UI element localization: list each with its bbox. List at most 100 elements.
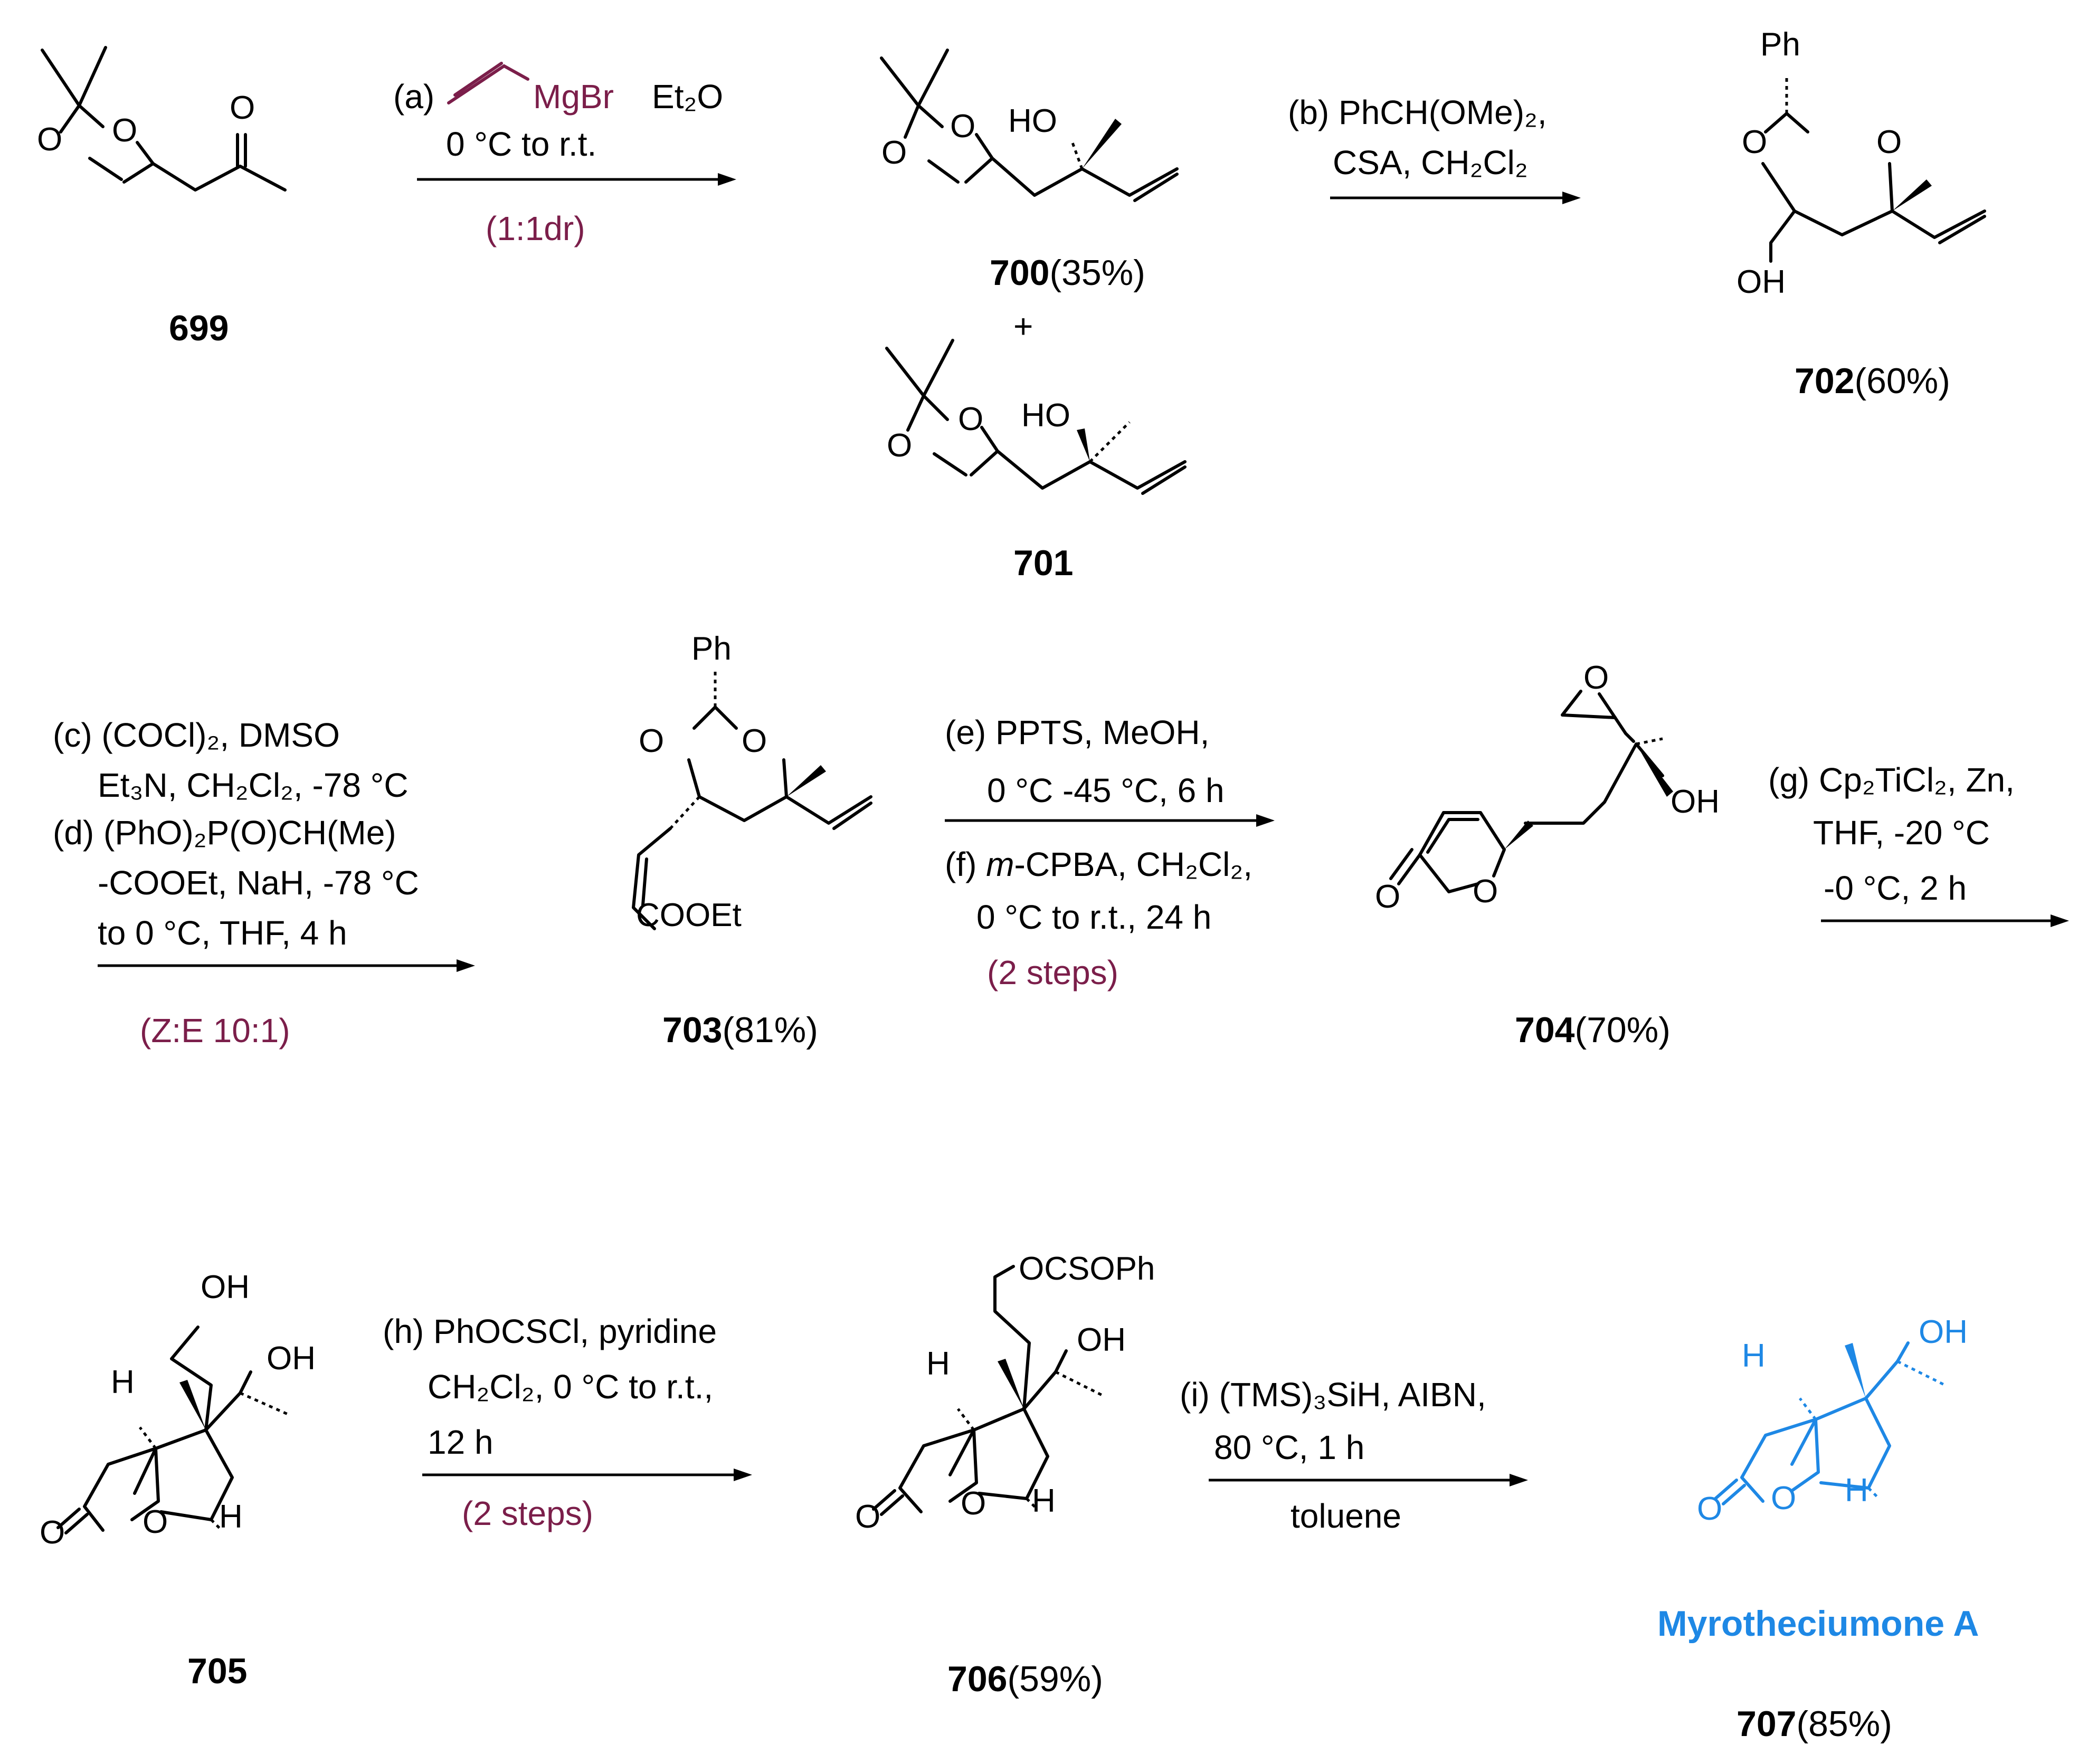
atom-o: O bbox=[887, 427, 912, 464]
atom-h: H bbox=[1845, 1472, 1868, 1509]
cond-h-line2: CH₂Cl₂, 0 °C to r.t., bbox=[428, 1368, 713, 1406]
compound-label-705: 705 bbox=[187, 1651, 247, 1691]
structure-699: O O O bbox=[37, 46, 287, 192]
atom-o: O bbox=[37, 121, 62, 158]
cond-h-line1: (h) PhOCSCl, pyridine bbox=[383, 1312, 717, 1350]
atom-oh: OH bbox=[1919, 1314, 1968, 1350]
conditions-ef: (e) PPTS, MeOH, 0 °C -45 °C, 6 h (f) m-C… bbox=[945, 713, 1252, 991]
cond-e-line2: 0 °C -45 °C, 6 h bbox=[987, 771, 1225, 809]
atom-cooet: COOEt bbox=[636, 897, 742, 933]
structure-701: O O HO bbox=[885, 339, 1187, 495]
atom-o: O bbox=[1697, 1491, 1722, 1527]
conditions-a: (a) MgBr Et₂O 0 °C to r.t. (1:1dr) bbox=[393, 62, 723, 247]
cond-a-prefix: (a) bbox=[393, 78, 434, 116]
cond-cd-ratio: (Z:E 10:1) bbox=[140, 1012, 290, 1050]
compound-label-700: 700(35%) bbox=[990, 253, 1145, 293]
conditions-h: (h) PhOCSCl, pyridine CH₂Cl₂, 0 °C to r.… bbox=[383, 1312, 717, 1532]
atom-o: O bbox=[112, 112, 137, 149]
cond-h-line3: 12 h bbox=[428, 1423, 494, 1461]
conditions-i: (i) (TMS)₃SiH, AIBN, 80 °C, 1 h toluene bbox=[1180, 1376, 1486, 1535]
compound-label-703: 703(81%) bbox=[662, 1010, 818, 1050]
arrow-g-head bbox=[2051, 914, 2069, 927]
atom-o: O bbox=[950, 108, 975, 145]
atom-ocsoph: OCSOPh bbox=[1019, 1251, 1155, 1287]
atom-ph: Ph bbox=[691, 631, 732, 667]
atom-o: O bbox=[230, 90, 255, 126]
cond-i-line3: toluene bbox=[1291, 1497, 1401, 1535]
atom-h: H bbox=[219, 1499, 243, 1535]
atom-o: O bbox=[1375, 879, 1400, 915]
atom-oh: OH bbox=[1077, 1322, 1126, 1358]
atom-o: O bbox=[855, 1499, 880, 1535]
structure-707: OH H H O O bbox=[1697, 1314, 1968, 1527]
arrow-h-head bbox=[734, 1469, 752, 1481]
atom-ph: Ph bbox=[1760, 26, 1800, 63]
cond-b-line1: (b) PhCH(OMe)₂, bbox=[1288, 93, 1547, 131]
atom-h: H bbox=[111, 1364, 135, 1400]
arrow-ef-head bbox=[1256, 814, 1275, 827]
cond-e-line1: (e) PPTS, MeOH, bbox=[945, 713, 1209, 751]
atom-o: O bbox=[961, 1485, 986, 1522]
atom-ho: HO bbox=[1021, 397, 1070, 434]
cond-ef-steps: (2 steps) bbox=[987, 953, 1118, 991]
cond-c-line1: (c) (COCl)₂, DMSO bbox=[53, 716, 340, 754]
structure-705: OH OH H H O O bbox=[40, 1269, 316, 1551]
cond-a-reagent: MgBr bbox=[533, 78, 614, 116]
atom-o: O bbox=[143, 1504, 168, 1540]
atom-o: O bbox=[958, 401, 983, 437]
cond-i-line1: (i) (TMS)₃SiH, AIBN, bbox=[1180, 1376, 1486, 1414]
conditions-g: (g) Cp₂TiCl₂, Zn, THF, -20 °C -0 °C, 2 h bbox=[1768, 761, 2015, 907]
arrow-a-head bbox=[718, 173, 736, 186]
plus-sign: + bbox=[1013, 307, 1033, 345]
structure-703: Ph O O COOEt bbox=[632, 631, 872, 933]
compound-label-707: 707(85%) bbox=[1737, 1704, 1892, 1744]
atom-oh: OH bbox=[1737, 264, 1786, 300]
target-name: Myrotheciumone A bbox=[1657, 1604, 1979, 1644]
cond-a-solvent: Et₂O bbox=[652, 78, 723, 116]
cond-f-line2: 0 °C to r.t., 24 h bbox=[976, 898, 1211, 936]
cond-g-line3: -0 °C, 2 h bbox=[1824, 869, 1967, 907]
conditions-cd: (c) (COCl)₂, DMSO Et₃N, CH₂Cl₂, -78 °C (… bbox=[53, 716, 419, 1050]
atom-oh: OH bbox=[267, 1340, 316, 1377]
cond-d-line2: -COOEt, NaH, -78 °C bbox=[98, 864, 419, 902]
arrow-cd-head bbox=[457, 959, 475, 972]
atom-o: O bbox=[1742, 124, 1767, 160]
atom-h: H bbox=[1742, 1338, 1766, 1374]
cond-g-line1: (g) Cp₂TiCl₂, Zn, bbox=[1768, 761, 2015, 799]
atom-h: H bbox=[1032, 1483, 1056, 1519]
compound-label-699: 699 bbox=[169, 308, 229, 348]
atom-o: O bbox=[40, 1514, 65, 1551]
atom-h: H bbox=[926, 1346, 950, 1382]
arrow-i-head bbox=[1510, 1474, 1528, 1486]
cond-g-line2: THF, -20 °C bbox=[1813, 814, 1990, 852]
arrow-b-head bbox=[1562, 192, 1581, 204]
structure-704: O OH O O bbox=[1375, 660, 1720, 915]
conditions-b: (b) PhCH(OMe)₂, CSA, CH₂Cl₂ bbox=[1288, 93, 1547, 182]
atom-o: O bbox=[881, 135, 907, 171]
cond-c-line2: Et₃N, CH₂Cl₂, -78 °C bbox=[98, 766, 409, 804]
atom-o: O bbox=[1876, 124, 1902, 160]
compound-label-704: 704(70%) bbox=[1515, 1010, 1671, 1050]
structure-700: O O HO bbox=[880, 49, 1179, 202]
cond-d-line3: to 0 °C, THF, 4 h bbox=[98, 914, 347, 952]
structure-706: OCSOPh OH H H O O bbox=[855, 1251, 1155, 1535]
structure-702: Ph O O OH bbox=[1737, 26, 1986, 300]
atom-o: O bbox=[1473, 873, 1498, 910]
atom-oh: OH bbox=[1671, 784, 1720, 820]
cond-h-steps: (2 steps) bbox=[462, 1494, 593, 1532]
cond-b-line2: CSA, CH₂Cl₂ bbox=[1333, 144, 1528, 182]
compound-label-702: 702(60%) bbox=[1795, 361, 1950, 401]
atom-o: O bbox=[1583, 660, 1609, 696]
cond-d-line1: (d) (PhO)₂P(O)CH(Me) bbox=[53, 814, 396, 852]
cond-i-line2: 80 °C, 1 h bbox=[1214, 1428, 1364, 1466]
compound-label-701: 701 bbox=[1013, 543, 1073, 583]
atom-o: O bbox=[1771, 1480, 1796, 1517]
compound-label-706: 706(59%) bbox=[947, 1659, 1103, 1699]
cond-a-temp: 0 °C to r.t. bbox=[446, 125, 596, 163]
atom-oh: OH bbox=[201, 1269, 250, 1305]
cond-f-line1: (f) m-CPBA, CH₂Cl₂, bbox=[945, 845, 1252, 883]
atom-o: O bbox=[639, 723, 664, 759]
atom-o: O bbox=[742, 723, 767, 759]
atom-ho: HO bbox=[1008, 103, 1057, 139]
